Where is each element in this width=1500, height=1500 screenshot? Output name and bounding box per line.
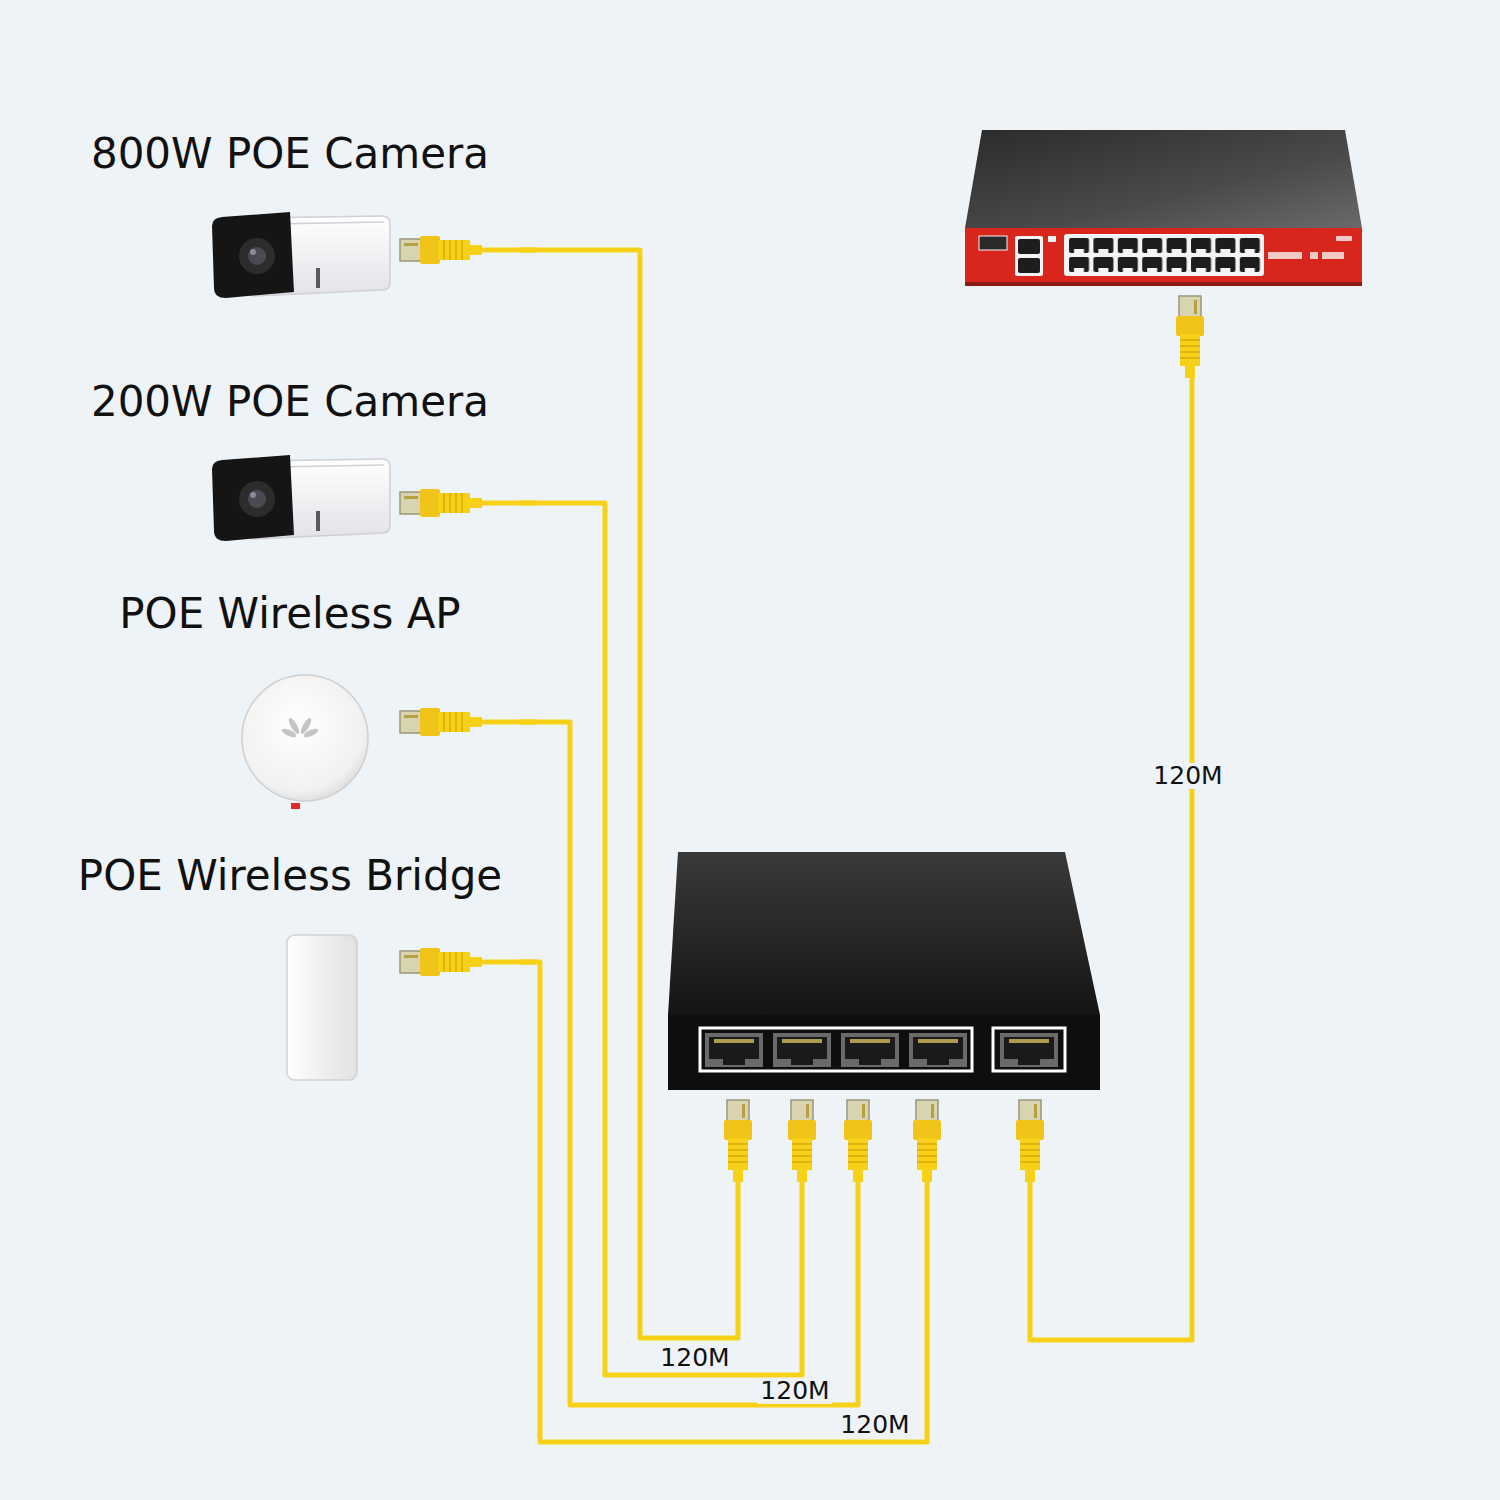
ethernet-cable bbox=[520, 503, 802, 1375]
rj45-plug bbox=[1176, 296, 1204, 378]
ethernet-cable bbox=[520, 250, 738, 1338]
ap-logo bbox=[280, 717, 319, 739]
bullet-camera bbox=[212, 212, 390, 298]
camera-device: 800W POE Camera bbox=[60, 130, 520, 305]
ethernet-cable bbox=[520, 962, 927, 1442]
rj45-port bbox=[1018, 258, 1040, 273]
rj45-port bbox=[841, 1033, 899, 1067]
rj45-plug bbox=[724, 1100, 752, 1182]
bridge-body bbox=[287, 935, 357, 1080]
bullet-camera bbox=[212, 455, 390, 541]
console-port bbox=[979, 236, 1007, 250]
device-label: POE Wireless Bridge bbox=[78, 852, 502, 900]
switch-edge bbox=[965, 282, 1362, 286]
switch-front bbox=[668, 1015, 1100, 1090]
device-label: POE Wireless AP bbox=[119, 590, 460, 638]
ap-led bbox=[291, 803, 300, 809]
cable-length: 120M bbox=[1150, 763, 1225, 789]
rj45-port bbox=[773, 1033, 831, 1067]
cable-length: 120M bbox=[757, 1378, 832, 1404]
rj45-plug bbox=[400, 489, 482, 517]
indicator bbox=[1048, 236, 1056, 242]
camera-device: 200W POE Camera bbox=[60, 378, 520, 548]
ethernet-cable bbox=[520, 722, 858, 1405]
cable-length: 120M bbox=[837, 1412, 912, 1438]
rj45-plug bbox=[844, 1100, 872, 1182]
access-point-device: POE Wireless AP bbox=[60, 590, 520, 812]
device-label: 200W POE Camera bbox=[91, 378, 489, 426]
rj45-plug bbox=[913, 1100, 941, 1182]
ethernet-cable bbox=[1030, 378, 1192, 1340]
bridge-side bbox=[340, 940, 354, 1076]
rj45-port bbox=[909, 1033, 967, 1067]
wireless-bridge-device: POE Wireless Bridge bbox=[60, 852, 520, 1085]
poe-switch-illustration bbox=[668, 852, 1100, 1090]
switch-top bbox=[668, 852, 1100, 1015]
cable-length: 120M bbox=[657, 1345, 732, 1371]
rj45-plug bbox=[400, 948, 482, 976]
rj45-port bbox=[1000, 1033, 1058, 1067]
uplink-switch-illustration bbox=[965, 130, 1362, 286]
uplink-port-frame bbox=[993, 1028, 1065, 1071]
switch-top bbox=[965, 130, 1362, 228]
rj45-plug bbox=[1016, 1100, 1044, 1182]
uplink-switch bbox=[965, 128, 1362, 378]
rj45-port bbox=[1018, 239, 1040, 254]
port-frame bbox=[1064, 234, 1264, 276]
rj45-port bbox=[705, 1033, 763, 1067]
rj45-plug bbox=[788, 1100, 816, 1182]
rj45-plug bbox=[400, 236, 482, 264]
panel-marking bbox=[1268, 236, 1352, 259]
switch-front bbox=[965, 228, 1362, 285]
ap-body bbox=[242, 675, 368, 801]
device-label: 800W POE Camera bbox=[91, 130, 489, 178]
access-point-icon bbox=[242, 675, 368, 809]
poe-switch bbox=[668, 850, 1100, 1182]
port-group bbox=[700, 1028, 972, 1071]
wireless-bridge-icon bbox=[287, 935, 357, 1080]
rj45-plug bbox=[400, 708, 482, 736]
port-frame bbox=[1015, 236, 1043, 276]
rj45-port-array bbox=[1066, 236, 1262, 274]
